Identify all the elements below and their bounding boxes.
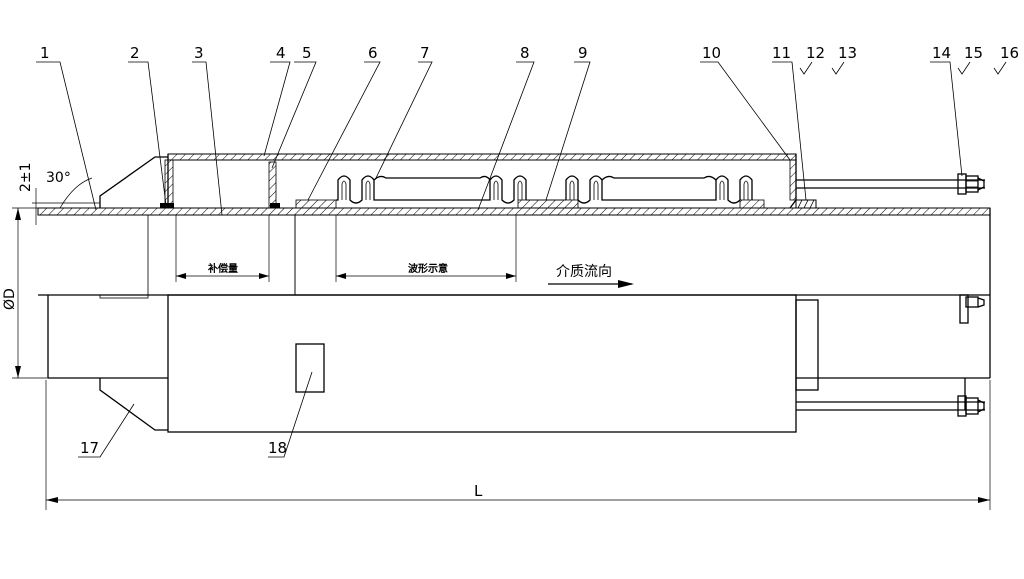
callout-16: 16 bbox=[1000, 44, 1019, 62]
outer-casing-body bbox=[167, 294, 797, 433]
callout-5: 5 bbox=[302, 44, 312, 62]
callout-1: 1 bbox=[40, 44, 50, 62]
length-dimension: L bbox=[474, 482, 483, 500]
upper-section bbox=[37, 153, 991, 296]
diameter-dimension: ØD bbox=[2, 288, 18, 310]
callout-9: 9 bbox=[578, 44, 588, 62]
callout-6: 6 bbox=[368, 44, 378, 62]
gap-dimension: 2±1 bbox=[18, 162, 34, 192]
cone-flange-bottom bbox=[99, 378, 168, 431]
bellows-top-left bbox=[373, 175, 491, 181]
callout-11: 11 bbox=[772, 44, 791, 62]
callout-7: 7 bbox=[420, 44, 430, 62]
compensation-label: 补偿量 bbox=[207, 262, 238, 275]
callout-13: 13 bbox=[838, 44, 857, 62]
outer-casing-wall bbox=[167, 153, 797, 161]
callout-labels: 1 2 3 4 5 6 7 8 9 10 11 12 13 14 15 16 1… bbox=[40, 44, 1019, 457]
inner-pipe-wall bbox=[37, 207, 991, 216]
dimension-lines bbox=[12, 177, 991, 510]
callout-12: 12 bbox=[806, 44, 825, 62]
flow-direction-label: 介质流向 bbox=[556, 264, 612, 280]
callout-2: 2 bbox=[130, 44, 140, 62]
angle-dimension: 30° bbox=[46, 170, 71, 186]
right-end-ring bbox=[789, 159, 797, 201]
dimension-labels: 2±1 30° ØD L 补偿量 波形示意 介质流向 bbox=[2, 162, 612, 500]
bellows-right bbox=[565, 175, 753, 204]
callout-4: 4 bbox=[276, 44, 286, 62]
callout-8: 8 bbox=[520, 44, 530, 62]
callout-14: 14 bbox=[932, 44, 951, 62]
guide-ring bbox=[268, 161, 277, 209]
left-end-ring bbox=[164, 159, 174, 209]
callout-15: 15 bbox=[964, 44, 983, 62]
nameplate bbox=[295, 343, 325, 393]
cone-flange-top bbox=[99, 156, 168, 208]
callout-18: 18 bbox=[268, 439, 287, 457]
callout-3: 3 bbox=[194, 44, 204, 62]
callout-17: 17 bbox=[80, 439, 99, 457]
lower-section bbox=[38, 208, 991, 433]
bellows-span-label: 波形示意 bbox=[408, 262, 448, 275]
bellows-left bbox=[336, 175, 527, 204]
leader-lines bbox=[36, 61, 1007, 458]
callout-10: 10 bbox=[702, 44, 721, 62]
